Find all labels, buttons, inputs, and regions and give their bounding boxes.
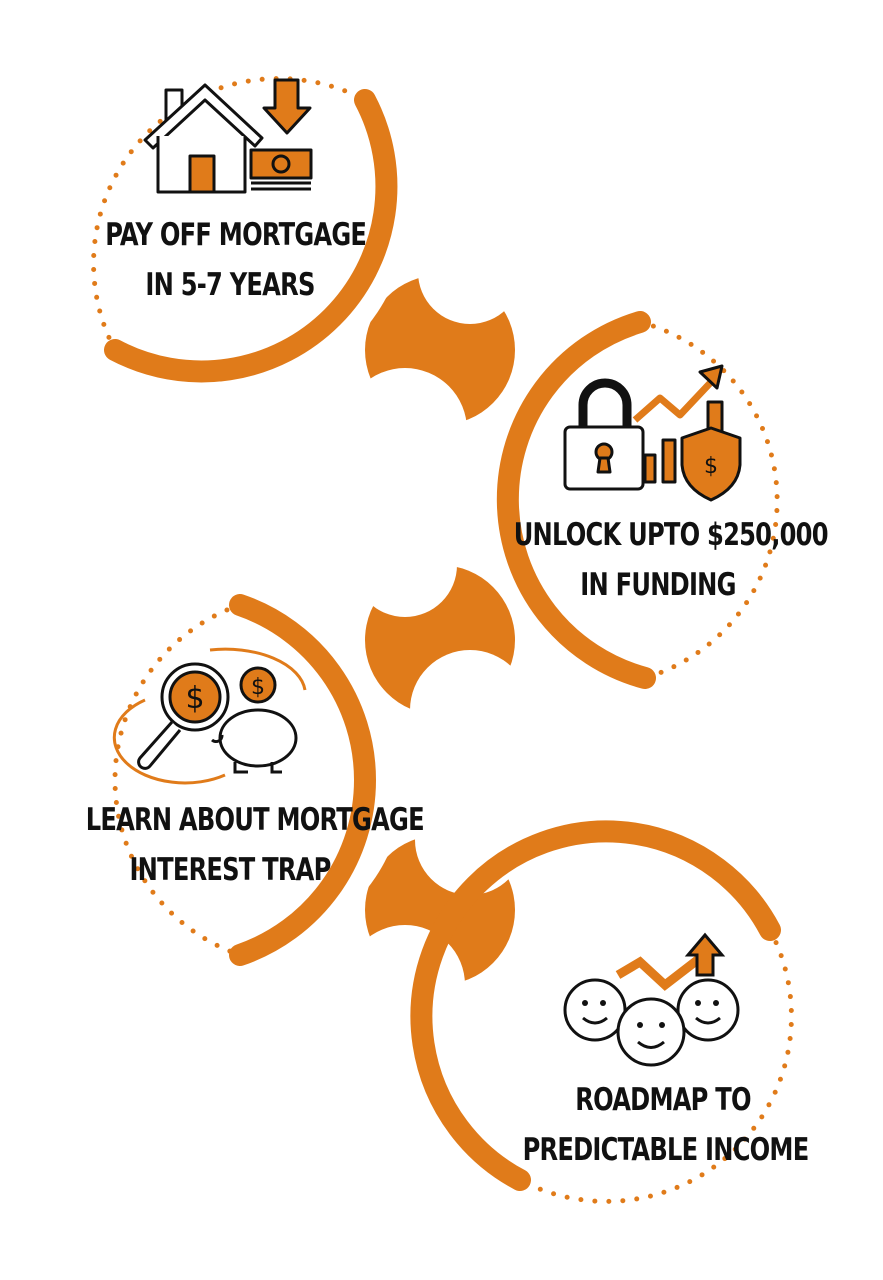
smiley-faces-growth-icon: [563, 932, 740, 1067]
step-4-line2: PREDICTABLE INCOME: [522, 1132, 810, 1168]
step-1-line1: PAY OFF MORTGAGE: [105, 217, 367, 253]
step-3-label: LEARN ABOUT MORTGAGE INTEREST TRAP: [85, 795, 425, 895]
step-4-line1: ROADMAP TO: [575, 1082, 751, 1118]
step-2-label: UNLOCK UPTO $250,000 IN FUNDING: [513, 510, 829, 610]
step-3-line2: INTEREST TRAP: [129, 852, 331, 888]
svg-text:$: $: [704, 454, 718, 479]
step-1-label: PAY OFF MORTGAGE IN 5-7 YEARS: [105, 210, 367, 310]
step-2-line2: IN FUNDING: [580, 567, 736, 603]
magnifier-piggy-bank-icon: $ $: [112, 647, 307, 785]
lock-growth-shield-icon: $: [563, 364, 742, 502]
step-3-line1: LEARN ABOUT MORTGAGE: [85, 802, 425, 838]
step-4-label: ROADMAP TO PREDICTABLE INCOME: [522, 1075, 810, 1175]
step-1-line2: IN 5-7 YEARS: [145, 267, 315, 303]
svg-text:$: $: [251, 675, 265, 700]
house-money-icon: [143, 78, 313, 194]
thick-arcs: [104, 89, 781, 1191]
step-2-line1: UNLOCK UPTO $250,000: [513, 517, 829, 553]
svg-text:$: $: [185, 681, 204, 716]
dotted-circles: [91, 76, 794, 1204]
